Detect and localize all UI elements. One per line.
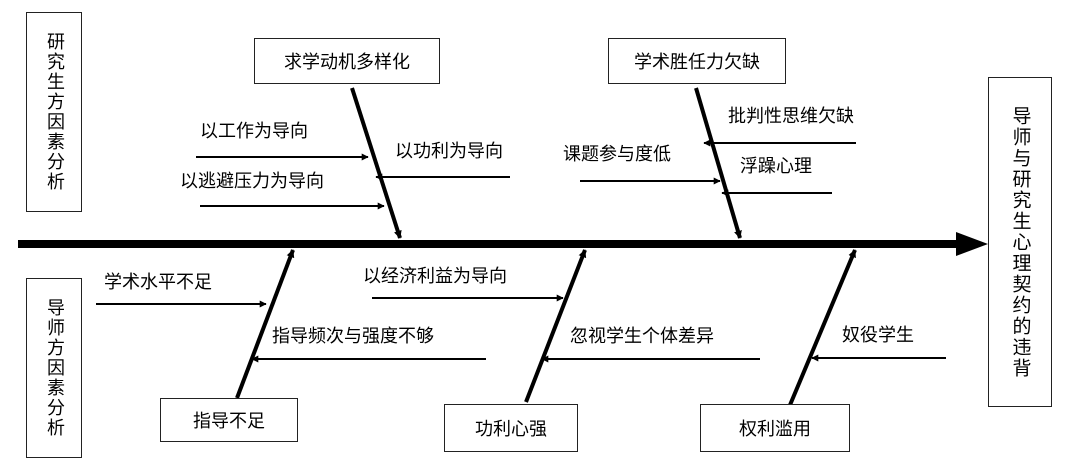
cause-economic-oriented: 以经济利益为导向 [363, 266, 507, 287]
cause-utility-oriented: 以功利为导向 [395, 141, 503, 162]
cause-impetuous: 浮躁心理 [740, 156, 812, 177]
student-factors-label: 研究生方因素分析 [26, 12, 82, 212]
category-abuse: 权利滥用 [700, 404, 850, 452]
cause-escape-oriented: 以逃避压力为导向 [180, 171, 324, 192]
bone-abuse [788, 249, 857, 406]
category-competence: 学术胜任力欠缺 [608, 38, 786, 84]
bone-utilitarian [524, 249, 587, 403]
cause-critical-thinking: 批判性思维欠缺 [728, 106, 854, 127]
category-utilitarian: 功利心强 [444, 404, 578, 452]
cause-ignore-differences: 忽视学生个体差异 [570, 326, 714, 347]
cause-low-participation: 课题参与度低 [563, 144, 671, 165]
bone-motivation [350, 87, 402, 239]
cause-academic-level: 学术水平不足 [104, 272, 212, 293]
category-guidance: 指导不足 [160, 398, 298, 442]
category-motivation: 求学动机多样化 [254, 38, 440, 84]
effect-box: 导师与研究生心理契约的违背 [988, 77, 1052, 407]
spine-arrowhead [956, 232, 988, 256]
cause-guidance-frequency: 指导频次与强度不够 [272, 326, 434, 347]
supervisor-factors-label: 导师方因素分析 [26, 278, 82, 458]
cause-work-oriented: 以工作为导向 [200, 121, 308, 142]
bone-guidance [235, 249, 295, 399]
bone-competence [694, 87, 742, 239]
cause-enslave: 奴役学生 [842, 325, 914, 346]
